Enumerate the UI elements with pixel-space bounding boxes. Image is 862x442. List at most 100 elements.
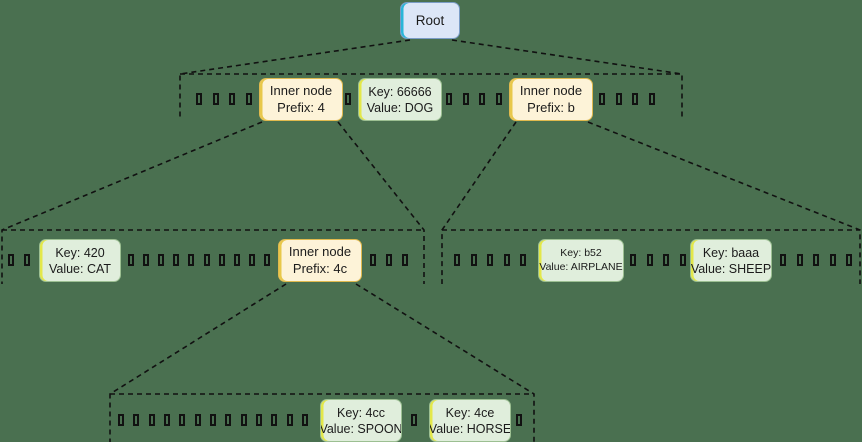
node-inner-prefix-b-line1: Inner node: [519, 82, 583, 98]
slot-run-lvl3-e: [630, 252, 686, 268]
node-root[interactable]: Root: [400, 2, 460, 39]
slot-run-lvl3-b: [128, 252, 270, 268]
node-leaf-420-value: Value: CAT: [48, 261, 112, 276]
empty-slot-glyph: [286, 414, 293, 426]
node-leaf-baaa-key: Key: baaa: [702, 245, 760, 260]
empty-slot-glyph: [203, 254, 210, 266]
empty-slot-glyph: [248, 254, 255, 266]
node-leaf-b52[interactable]: Key: b52 Value: AIRPLANE: [538, 239, 624, 282]
empty-slot-glyph: [263, 254, 270, 266]
node-inner-prefix-4c[interactable]: Inner node Prefix: 4c: [278, 239, 362, 282]
empty-slot-glyph: [632, 93, 639, 105]
node-leaf-4cc-key: Key: 4cc: [337, 405, 385, 420]
empty-slot-glyph: [599, 93, 605, 105]
empty-slot-glyph: [245, 93, 252, 105]
empty-slot-glyph: [179, 414, 186, 426]
empty-slot-glyph: [233, 254, 240, 266]
empty-slot-glyph: [173, 254, 180, 266]
slot-run-lvl2-a: [196, 91, 252, 107]
empty-slot-glyph: [255, 414, 262, 426]
empty-slot-glyph: [386, 254, 392, 266]
empty-slot-glyph: [196, 93, 202, 105]
empty-slot-glyph: [8, 254, 14, 266]
empty-slot-glyph: [148, 414, 155, 426]
empty-slot-glyph: [470, 254, 477, 266]
empty-slot-glyph: [648, 93, 655, 105]
node-leaf-66666-key: Key: 66666: [368, 84, 432, 99]
node-inner-prefix-4c-line2: Prefix: 4c: [292, 260, 348, 276]
slot-run-lvl3-c: [370, 252, 408, 268]
node-inner-prefix-4c-line1: Inner node: [288, 243, 352, 259]
empty-slot-glyph: [679, 254, 686, 266]
empty-slot-glyph: [218, 254, 225, 266]
slot-run-lvl2-d: [599, 91, 655, 107]
slot-run-lvl3-d: [454, 252, 526, 268]
empty-slot-glyph: [345, 93, 351, 105]
node-root-line1: Root: [415, 12, 445, 28]
empty-slot-glyph: [411, 414, 417, 426]
empty-slot-glyph: [240, 414, 247, 426]
slot-run-lvl2-c: [446, 91, 502, 107]
empty-slot-glyph: [630, 254, 636, 266]
empty-slot-glyph: [454, 254, 460, 266]
empty-slot-glyph: [615, 93, 622, 105]
node-leaf-b52-value: Value: AIRPLANE: [539, 260, 623, 273]
empty-slot-glyph: [225, 414, 232, 426]
empty-slot-glyph: [194, 414, 201, 426]
node-inner-prefix-4[interactable]: Inner node Prefix: 4: [259, 78, 343, 121]
empty-slot-glyph: [271, 414, 278, 426]
node-leaf-66666[interactable]: Key: 66666 Value: DOG: [358, 78, 442, 121]
empty-slot-glyph: [520, 254, 526, 266]
empty-slot-glyph: [229, 93, 236, 105]
empty-slot-glyph: [163, 414, 170, 426]
node-leaf-66666-value: Value: DOG: [366, 100, 434, 115]
node-leaf-4ce-key: Key: 4ce: [445, 405, 495, 420]
empty-slot-glyph: [846, 254, 852, 266]
empty-slot-glyph: [487, 254, 493, 266]
slot-run-lvl4-a: [118, 412, 308, 428]
empty-slot-glyph: [370, 254, 376, 266]
node-inner-prefix-4-line2: Prefix: 4: [277, 99, 325, 115]
empty-slot-glyph: [133, 414, 140, 426]
slot-run-lvl3-f: [780, 252, 852, 268]
empty-slot-glyph: [143, 254, 150, 266]
empty-slot-glyph: [663, 254, 670, 266]
empty-slot-glyph: [813, 254, 819, 266]
slot-run-lvl2-b: [345, 91, 353, 107]
slot-run-lvl4-b: [411, 412, 419, 428]
empty-slot-glyph: [446, 93, 452, 105]
empty-slot-glyph: [479, 93, 486, 105]
empty-slot-glyph: [301, 414, 308, 426]
empty-slot-glyph: [495, 93, 502, 105]
node-inner-prefix-b-line2: Prefix: b: [527, 99, 575, 115]
empty-slot-glyph: [402, 254, 408, 266]
empty-slot-glyph: [462, 93, 469, 105]
empty-slot-glyph: [118, 414, 124, 426]
empty-slot-glyph: [646, 254, 653, 266]
empty-slot-glyph: [158, 254, 165, 266]
empty-slot-glyph: [780, 254, 786, 266]
node-leaf-4ce-value: Value: HORSE: [429, 421, 511, 436]
empty-slot-glyph: [503, 254, 510, 266]
empty-slot-glyph: [188, 254, 195, 266]
node-leaf-4ce[interactable]: Key: 4ce Value: HORSE: [429, 399, 511, 442]
empty-slot-glyph: [796, 254, 803, 266]
node-inner-prefix-b[interactable]: Inner node Prefix: b: [509, 78, 593, 121]
node-leaf-420-key: Key: 420: [55, 245, 105, 260]
node-leaf-baaa[interactable]: Key: baaa Value: SHEEP: [690, 239, 772, 282]
empty-slot-glyph: [209, 414, 216, 426]
node-leaf-b52-key: Key: b52: [560, 247, 602, 260]
slot-run-lvl4-c: [516, 412, 524, 428]
empty-slot-glyph: [212, 93, 219, 105]
node-inner-prefix-4-line1: Inner node: [269, 82, 333, 98]
empty-slot-glyph: [128, 254, 134, 266]
node-leaf-4cc-value: Value: SPOON: [320, 421, 402, 436]
node-leaf-420[interactable]: Key: 420 Value: CAT: [39, 239, 121, 282]
empty-slot-glyph: [24, 254, 30, 266]
empty-slot-glyph: [829, 254, 836, 266]
node-leaf-baaa-value: Value: SHEEP: [690, 261, 772, 276]
node-leaf-4cc[interactable]: Key: 4cc Value: SPOON: [320, 399, 402, 442]
slot-run-lvl3-a: [8, 252, 30, 268]
